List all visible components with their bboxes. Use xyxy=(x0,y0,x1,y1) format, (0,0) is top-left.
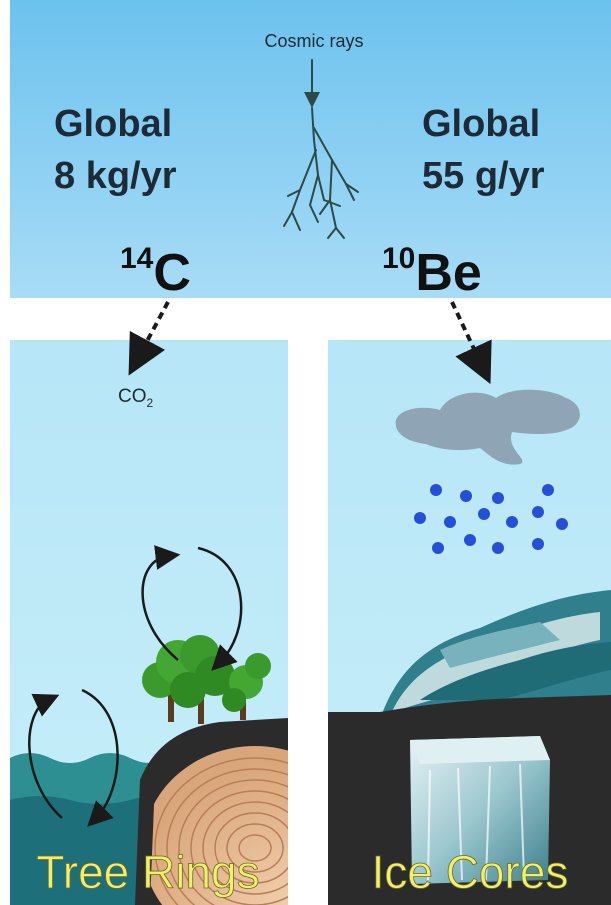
c14-dashed-arrow xyxy=(128,301,170,376)
beryllium-10-symbol: Be xyxy=(415,244,481,302)
left-production-rate: 8 kg/yr xyxy=(54,155,177,197)
co2-main: CO xyxy=(118,386,147,407)
atmosphere-ocean-exchange-arrows xyxy=(28,688,119,827)
ice-core-block-icon xyxy=(410,736,550,884)
carbon-14-label: 14C xyxy=(120,242,191,302)
tree-rings-panel: CO2 xyxy=(10,301,288,905)
sky-panel: Cosmic rays Global 8 kg/yr 14C xyxy=(10,0,611,302)
cosmic-rays-label: Cosmic rays xyxy=(264,31,363,51)
ice-cores-caption: Ice Cores xyxy=(372,846,569,898)
beryllium-10-mass-number: 10 xyxy=(382,242,415,275)
cloud-icon xyxy=(395,389,580,465)
atmosphere-tree-exchange-arrows xyxy=(141,545,243,671)
precipitation-icon xyxy=(414,484,568,554)
sky-background xyxy=(10,0,611,298)
carbon-14-symbol: C xyxy=(153,244,191,302)
tree-ring-log-icon xyxy=(150,746,288,905)
co2-label: CO2 xyxy=(118,386,154,410)
beryllium-10-label: 10Be xyxy=(382,242,482,302)
ice-cores-panel: Ice Cores xyxy=(328,301,611,905)
right-global-label: Global xyxy=(422,103,540,145)
left-global-label: Global xyxy=(54,103,172,145)
co2-subscript: 2 xyxy=(147,396,154,410)
tree-rings-caption: Tree Rings xyxy=(36,846,259,898)
cosmic-ray-shower-icon xyxy=(283,59,359,239)
right-production-rate: 55 g/yr xyxy=(422,155,545,197)
glacier-icon xyxy=(380,590,611,720)
carbon-14-mass-number: 14 xyxy=(120,242,154,275)
